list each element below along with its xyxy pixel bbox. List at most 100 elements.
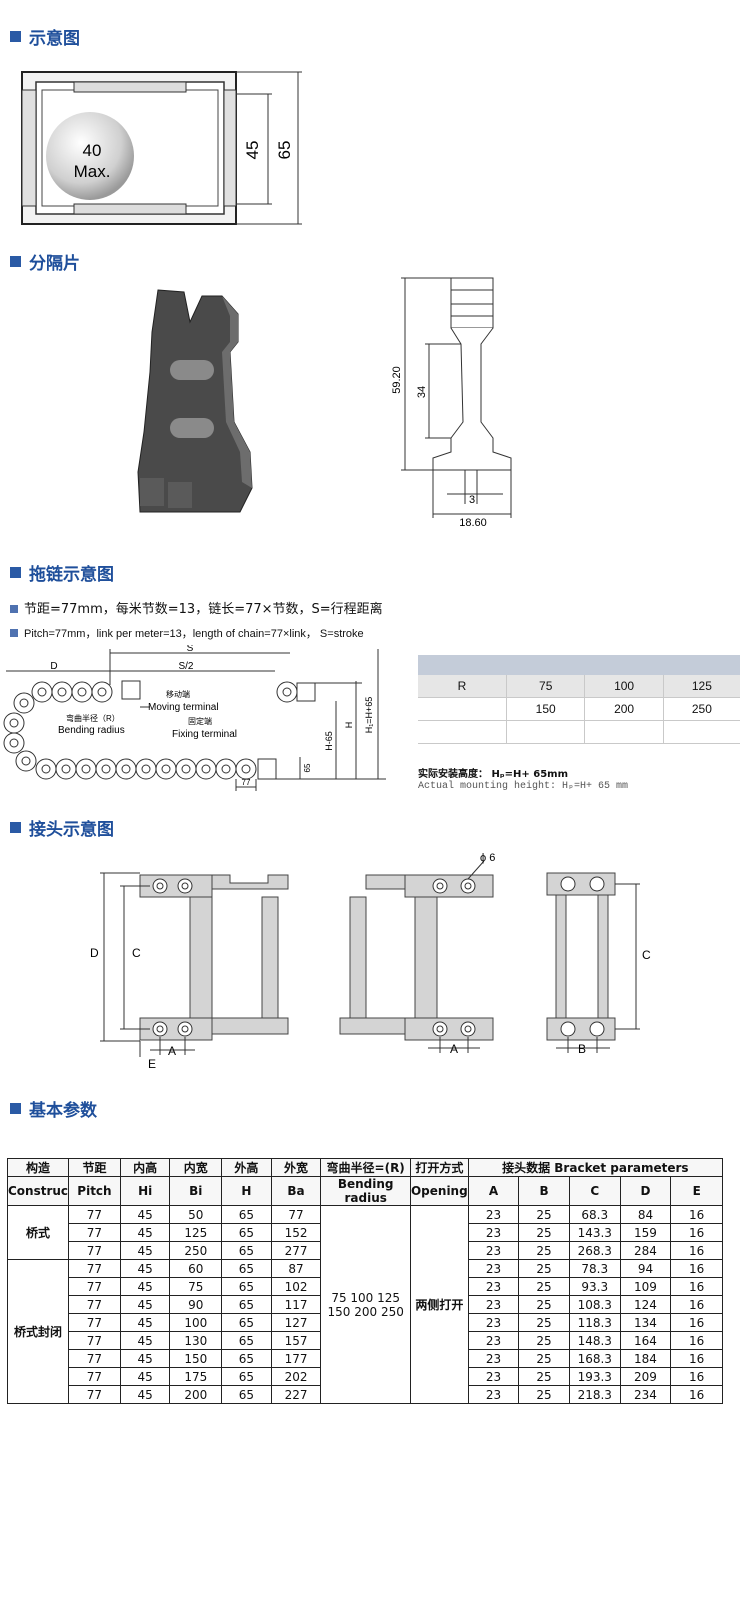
table-cell: 65 <box>221 1313 272 1332</box>
table-cell: 23 <box>467 1385 520 1404</box>
header-cell: H <box>221 1176 272 1206</box>
table-cell: 25 <box>518 1295 570 1314</box>
table-cell: 75 <box>169 1277 223 1296</box>
table-cell: 45 <box>119 1385 171 1404</box>
table-cell: 23 <box>467 1331 520 1350</box>
header-cell: 外宽 <box>270 1158 322 1177</box>
section-header-divider: 分隔片 <box>10 249 80 274</box>
section-header-diagram: 示意图 <box>10 24 80 49</box>
table-cell: 25 <box>518 1277 570 1296</box>
label-A-right: A <box>450 1042 458 1056</box>
table-cell: 65 <box>221 1259 272 1278</box>
header-cell: 内宽 <box>169 1158 223 1177</box>
table-cell: 168.3 <box>568 1349 621 1368</box>
table-cell: 45 <box>119 1259 171 1278</box>
header-cell: E <box>670 1176 723 1206</box>
table-cell: 16 <box>670 1367 723 1386</box>
table-cell: 16 <box>670 1349 723 1368</box>
table-cell: 177 <box>270 1349 322 1368</box>
label-D: D <box>50 661 57 672</box>
radius-line: 150 200 250 <box>327 1304 404 1319</box>
table-cell: 16 <box>670 1205 723 1224</box>
table-cell: 45 <box>119 1205 171 1224</box>
header-cell: 内高 <box>119 1158 171 1177</box>
table-cell: 184 <box>619 1349 672 1368</box>
table-cell: 65 <box>221 1223 272 1242</box>
table-cell: 25 <box>518 1259 570 1278</box>
table-cell: 65 <box>221 1367 272 1386</box>
table-cell: 90 <box>169 1295 223 1314</box>
table-cell: 250 <box>169 1241 223 1260</box>
table-cell: 25 <box>518 1385 570 1404</box>
table-cell: 164 <box>619 1331 672 1350</box>
dim-height: 59.20 <box>391 366 403 394</box>
bullet-square-icon <box>10 31 21 42</box>
table-cell: 60 <box>169 1259 223 1278</box>
table-cell: 124 <box>619 1295 672 1314</box>
table-cell: 94 <box>619 1259 672 1278</box>
chain-drawing: S D S/2 移动端 Moving terminal 弯曲半径（R） Bend… <box>3 645 386 791</box>
table-cell: 77 <box>68 1331 121 1350</box>
table-cell: 23 <box>467 1241 520 1260</box>
group-cell: 桥式 <box>6 1205 70 1260</box>
table-cell: 87 <box>270 1259 322 1278</box>
bend-en: Bending radius <box>58 725 125 736</box>
header-cell: 节距 <box>68 1158 121 1177</box>
fixed-cn: 固定端 <box>188 716 212 726</box>
table-cell: 65 <box>221 1205 272 1224</box>
table-cell: 65 <box>221 1277 272 1296</box>
section-header-params: 基本参数 <box>10 1096 97 1121</box>
table-cell: 23 <box>467 1295 520 1314</box>
radius-cell: 75 <box>505 675 585 698</box>
table-cell: 45 <box>119 1349 171 1368</box>
table-cell: 16 <box>670 1277 723 1296</box>
radius-cell: 150 <box>505 697 585 721</box>
header-cell: Construc <box>6 1176 70 1206</box>
table-cell: 118.3 <box>568 1313 621 1332</box>
dim-small: 3 <box>469 494 475 506</box>
moving-en: Moving terminal <box>148 702 219 713</box>
dim-mid: 34 <box>416 386 428 398</box>
table-cell: 193.3 <box>568 1367 621 1386</box>
mount-cn: 实际安装高度： Hₚ=H+ 65mm <box>418 769 569 780</box>
table-cell: 23 <box>467 1367 520 1386</box>
table-cell: 175 <box>169 1367 223 1386</box>
table-cell: 77 <box>68 1277 121 1296</box>
divider-3d-image <box>137 289 253 513</box>
table-cell: 45 <box>119 1241 171 1260</box>
table-cell: 25 <box>518 1223 570 1242</box>
bullet-square-icon <box>10 256 21 267</box>
dim-inner: 45 <box>243 141 262 160</box>
table-cell: 77 <box>68 1367 121 1386</box>
table-cell: 157 <box>270 1331 322 1350</box>
chain-note-cn: 节距=77mm，每米节数=13，链长=77×节数，S=行程距离 <box>10 598 383 617</box>
table-cell: 25 <box>518 1367 570 1386</box>
h65-dim: 65 <box>303 763 312 772</box>
table-cell: 125 <box>169 1223 223 1242</box>
table-cell: 16 <box>670 1259 723 1278</box>
table-cell: 23 <box>467 1223 520 1242</box>
label-D: D <box>90 946 99 960</box>
table-cell: 65 <box>221 1241 272 1260</box>
bracket-drawing: D C A E A ϕ 6 C B <box>90 852 651 1071</box>
table-cell: 209 <box>619 1367 672 1386</box>
chain-note-en: Pitch=77mm，link per meter=13，length of c… <box>10 625 364 641</box>
bullet-square-icon <box>10 1103 21 1114</box>
table-cell: 25 <box>518 1349 570 1368</box>
table-cell: 108.3 <box>568 1295 621 1314</box>
radius-cell: 250 <box>662 697 740 721</box>
header-cell: Bending radius <box>320 1176 411 1206</box>
radius-line: 75 100 125 <box>331 1290 401 1305</box>
pitch-dim: 77 <box>242 778 251 787</box>
bullet-square-icon <box>10 822 21 833</box>
table-cell: 200 <box>169 1385 223 1404</box>
radius-cell: 200 <box>584 697 664 721</box>
table-cell: 25 <box>518 1205 570 1224</box>
table-cell: 134 <box>619 1313 672 1332</box>
moving-cn: 移动端 <box>166 689 190 699</box>
table-cell: 284 <box>619 1241 672 1260</box>
